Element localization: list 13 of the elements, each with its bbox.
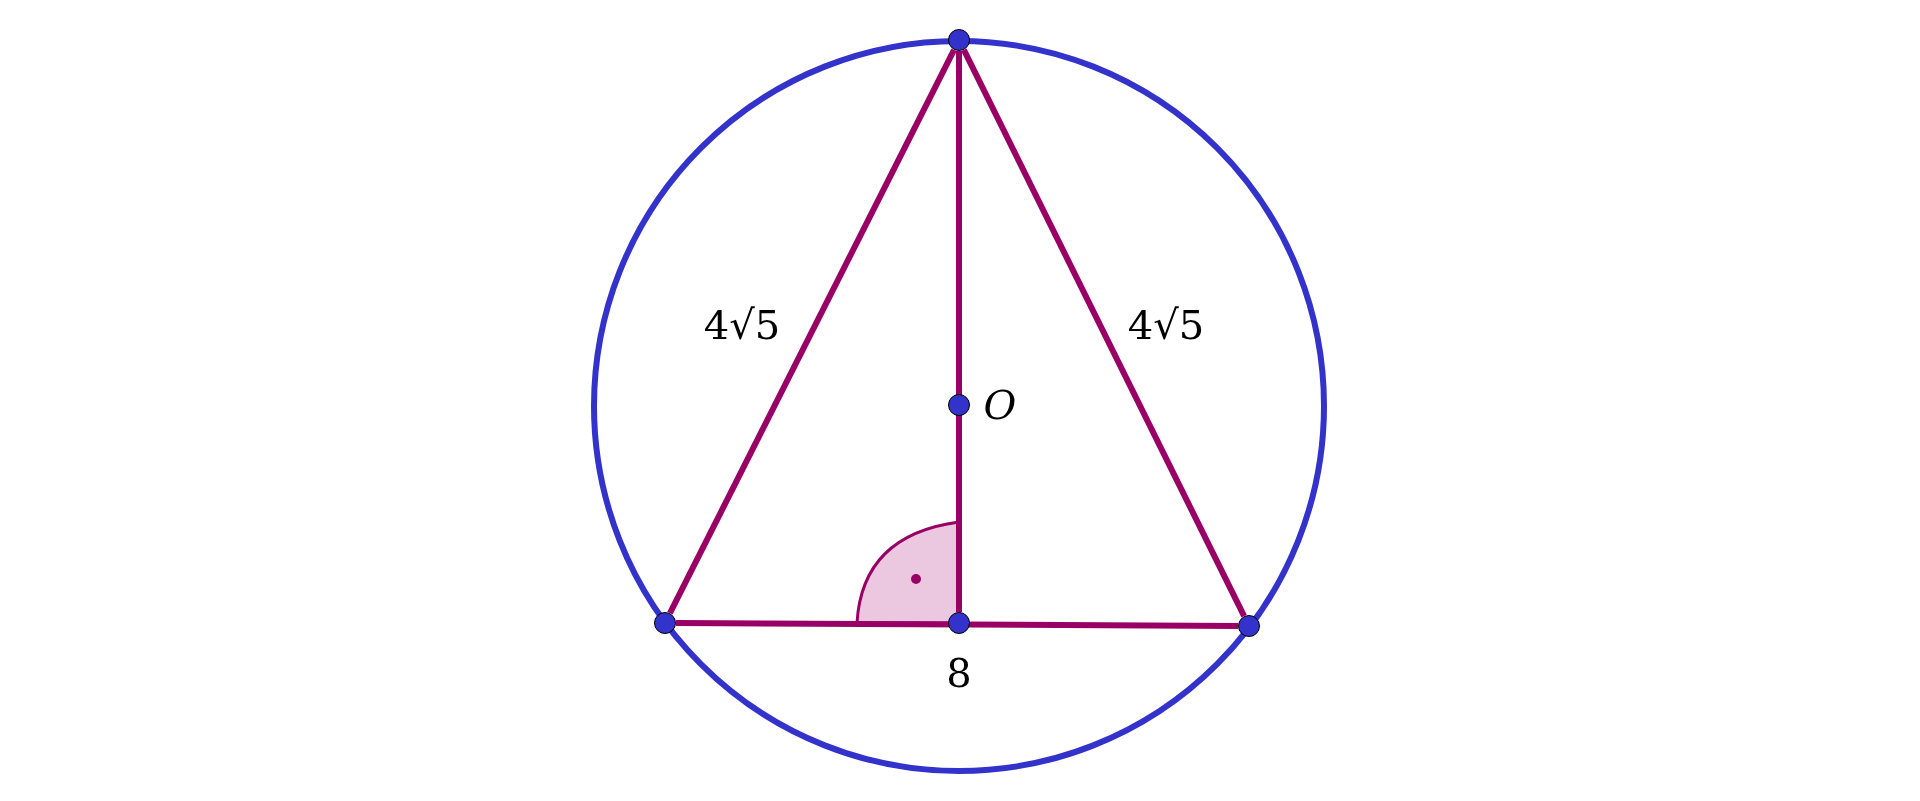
point-marker: [948, 29, 970, 51]
line-segment: [961, 48, 1247, 618]
point-marker: [948, 394, 970, 416]
edge-label: 8: [946, 653, 972, 693]
edge-label: 4√5: [703, 305, 781, 345]
line-segment: [676, 620, 1238, 629]
edge-label: 4√5: [1127, 305, 1205, 345]
point-marker: [948, 612, 970, 634]
point-marker: [654, 612, 676, 634]
point-marker: [1238, 615, 1260, 637]
point-label: O: [983, 385, 1017, 425]
line-segment: [956, 51, 962, 612]
line-segment: [667, 48, 957, 615]
